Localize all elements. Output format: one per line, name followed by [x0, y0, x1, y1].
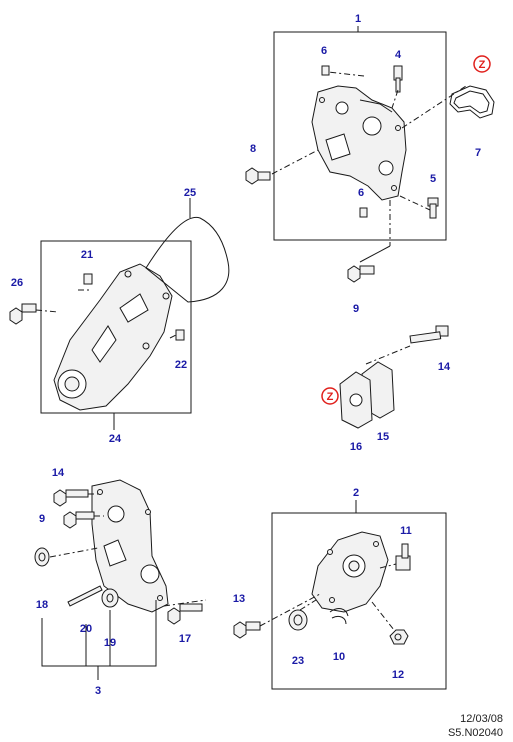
group-24-frame — [40, 240, 192, 414]
callout-17: 17 — [179, 633, 191, 645]
seal-18 — [34, 547, 50, 567]
callout-6: 6 — [358, 187, 364, 199]
bolt-9-upper — [347, 265, 375, 283]
bolt-9-lower — [63, 511, 95, 529]
footer-code: S5.N02040 — [447, 727, 503, 739]
callout-6: 6 — [321, 45, 327, 57]
dowel-22 — [175, 329, 185, 341]
callout-9: 9 — [39, 513, 45, 525]
dowel-6-upper — [321, 65, 330, 76]
footer-date: 12/03/08 — [460, 713, 503, 725]
gasket-25 — [145, 216, 230, 303]
callout-18: 18 — [36, 599, 48, 611]
callout-23: 23 — [292, 655, 304, 667]
seal-19 — [101, 588, 119, 608]
callout-1: 1 — [355, 13, 361, 25]
callout-14: 14 — [438, 361, 451, 373]
circlip-10 — [329, 608, 349, 625]
callout-9: 9 — [353, 303, 359, 315]
bolt-4 — [393, 65, 403, 93]
bolt-5 — [427, 197, 439, 219]
svg-text:Z: Z — [327, 391, 334, 403]
group-1-frame — [273, 31, 447, 241]
group-2-frame — [271, 512, 447, 690]
callout-7: 7 — [475, 147, 481, 159]
svg-text:Z: Z — [479, 59, 486, 71]
callout-26: 26 — [11, 277, 23, 289]
callout-16: 16 — [350, 441, 362, 453]
gasket-20 — [67, 585, 103, 607]
oil-pump-part — [311, 531, 389, 613]
bolt-14-upper — [409, 325, 449, 344]
pressure-valve-11 — [395, 543, 411, 571]
callout-4: 4 — [395, 49, 402, 61]
bolt-17 — [167, 603, 203, 625]
bolt-13 — [233, 621, 261, 639]
plug-12 — [389, 629, 409, 645]
callout-14: 14 — [52, 467, 65, 479]
water-pump-housing-part — [53, 263, 173, 411]
callout-22: 22 — [175, 359, 187, 371]
z-marker-top: Z — [473, 55, 491, 73]
callout-8: 8 — [250, 143, 256, 155]
bolt-8 — [245, 167, 271, 185]
dowel-21 — [83, 273, 93, 285]
bolt-14-lower — [53, 489, 89, 507]
callout-3: 3 — [95, 685, 101, 697]
timing-cover-part — [311, 85, 407, 201]
callout-19: 19 — [104, 637, 116, 649]
dowel-6-lower — [359, 207, 368, 218]
seal-23 — [288, 609, 308, 631]
callout-20: 20 — [80, 623, 92, 635]
callout-2: 2 — [353, 487, 359, 499]
callout-25: 25 — [184, 187, 196, 199]
gasket-7 — [449, 85, 495, 119]
callout-5: 5 — [430, 173, 436, 185]
callout-24: 24 — [109, 433, 122, 445]
callout-12: 12 — [392, 669, 404, 681]
bolt-26 — [9, 303, 37, 325]
lower-cover-part — [91, 479, 169, 613]
callout-11: 11 — [400, 525, 412, 537]
callout-21: 21 — [81, 249, 93, 261]
z-marker-middle: Z — [321, 387, 339, 405]
callout-13: 13 — [233, 593, 245, 605]
callout-15: 15 — [377, 431, 389, 443]
callout-10: 10 — [333, 651, 345, 663]
